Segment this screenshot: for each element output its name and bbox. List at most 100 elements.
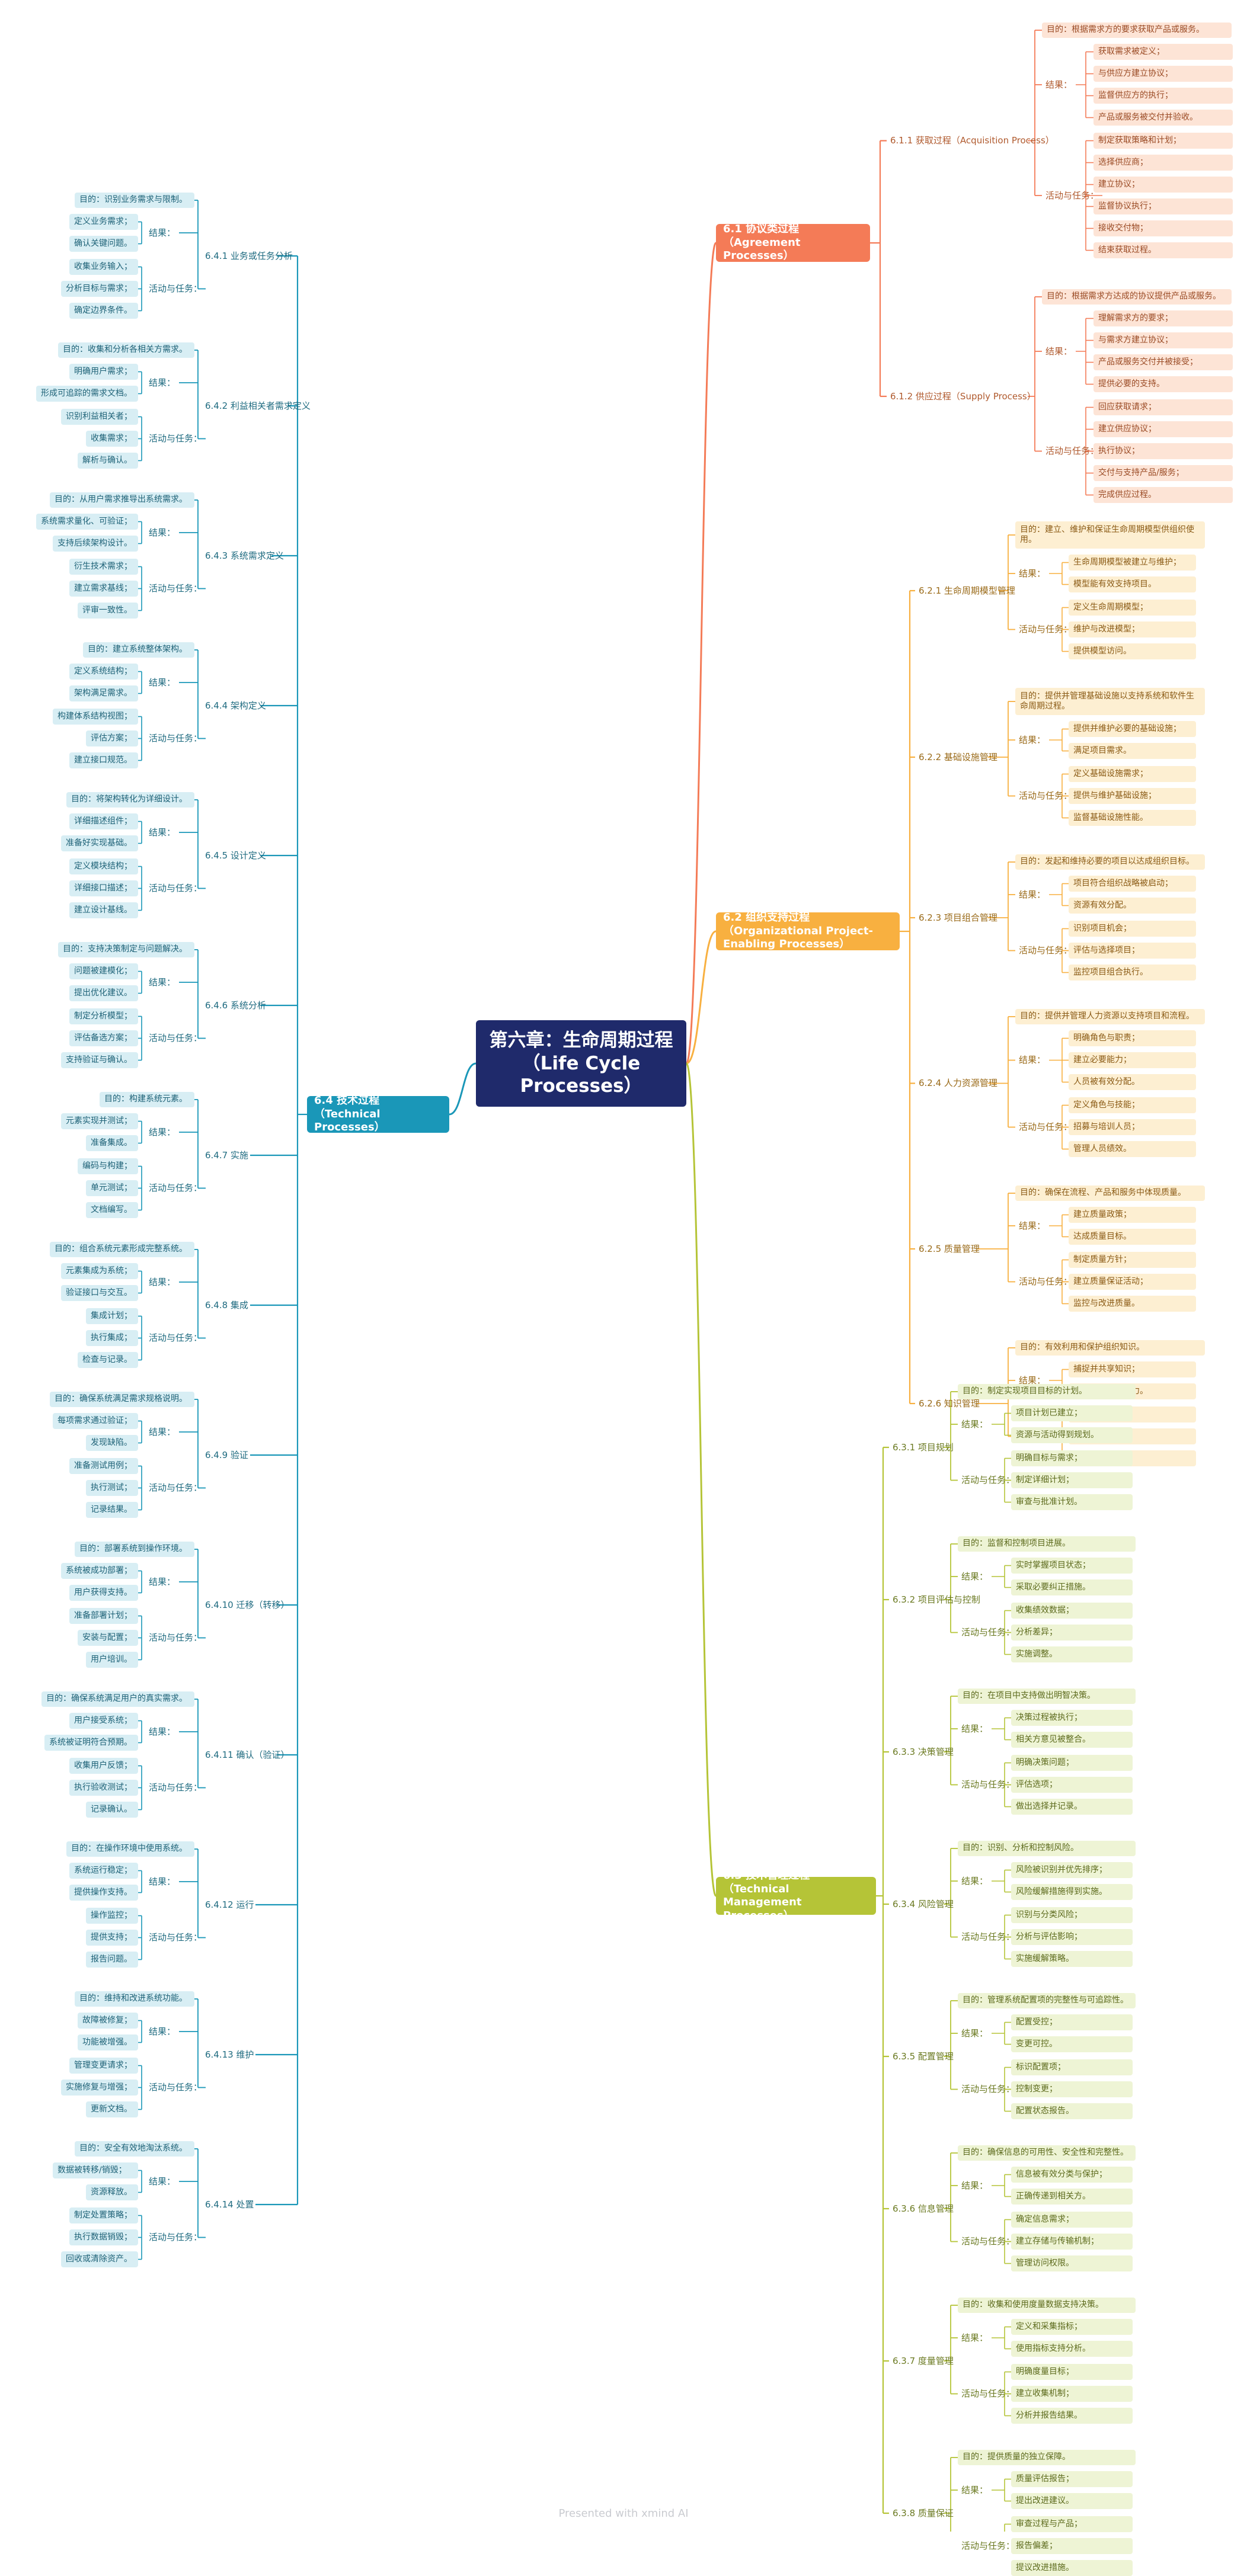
section-title[interactable]: 6.1.1 获取过程（Acquisition Process） [890,135,1054,146]
outcomes-item: 理解需求方的要求； [1093,310,1233,326]
activities-item: 交付与支持产品/服务； [1093,465,1233,481]
outcomes-item: 与供应方建立协议； [1093,66,1233,82]
activities-item: 建立供应协议； [1093,421,1233,437]
outcomes-label: 结果： [961,2484,989,2495]
activities-label: 活动与任务： [961,2236,1015,2247]
root-topic[interactable]: 第六章：生命周期过程（Life Cycle Processes） [476,1020,686,1107]
outcomes-item: 系统被证明符合预期。 [44,1735,138,1751]
activities-item: 收集绩效数据； [1011,1603,1133,1619]
activities-item: 单元测试； [86,1180,138,1196]
purpose-text: 目的：制定实现项目目标的计划。 [958,1384,1136,1399]
outcomes-label: 结果： [961,1875,989,1886]
section-title[interactable]: 6.3.5 配置管理 [893,2050,954,2062]
activities-item: 准备部署计划； [69,1608,138,1624]
activities-item: 报告问题。 [86,1952,138,1968]
section-title[interactable]: 6.3.6 信息管理 [893,2203,954,2214]
activities-item: 实施缓解策略。 [1011,1951,1133,1967]
activities-item: 识别项目机会； [1069,921,1196,937]
outcomes-item: 问题被建模化； [69,963,138,979]
section-title[interactable]: 6.3.3 决策管理 [893,1746,954,1757]
outcomes-item: 项目符合组织战略被启动； [1069,876,1196,892]
purpose-text: 目的：识别业务需求与限制。 [75,193,194,208]
outcomes-label: 结果： [961,2180,989,2191]
activities-item: 识别利益相关者； [61,409,138,425]
section-title[interactable]: 6.3.4 风险管理 [893,1898,954,1909]
section-title[interactable]: 6.4.1 业务或任务分析 [205,250,293,261]
section-title[interactable]: 6.1.2 供应过程（Supply Process） [890,390,1036,402]
section-title[interactable]: 6.4.13 维护 [205,2049,254,2060]
activities-item: 监督基础设施性能。 [1069,810,1196,826]
outcomes-item: 系统被成功部署； [61,1563,138,1579]
section-title[interactable]: 6.4.6 系统分析 [205,999,266,1011]
section-title[interactable]: 6.4.12 运行 [205,1899,254,1910]
purpose-text: 目的：收集和分析各相关方需求。 [58,342,194,358]
activities-item: 操作监控； [86,1908,138,1924]
purpose-text: 目的：发起和维持必要的项目以达成组织目标。 [1015,854,1205,870]
activities-item: 解析与确认。 [78,453,138,469]
section-title[interactable]: 6.4.7 实施 [205,1149,248,1161]
purpose-text: 目的：根据需求方的要求获取产品或服务。 [1042,23,1232,38]
activities-item: 识别与分类风险； [1011,1907,1133,1923]
footer-watermark: Presented with xmind AI [558,2507,689,2520]
activities-item: 评估选项； [1011,1777,1133,1793]
section-title[interactable]: 6.2.3 项目组合管理 [919,912,997,923]
section-title[interactable]: 6.4.10 迁移（转移） [205,1599,290,1610]
activities-item: 评估与选择项目； [1069,943,1196,959]
activities-item: 文档编写。 [86,1202,138,1218]
activities-item: 建立接口规范。 [69,752,138,768]
activities-item: 评估方案； [86,730,138,746]
branch-organizational[interactable]: 6.2 组织支持过程（Organizational Project-Enabli… [716,911,900,950]
activities-label: 活动与任务： [149,2232,203,2243]
section-title[interactable]: 6.3.8 质量保证 [893,2507,954,2519]
purpose-text: 目的：在项目中支持做出明智决策。 [958,1689,1136,1704]
section-title[interactable]: 6.4.3 系统需求定义 [205,550,284,561]
activities-item: 回收或清除资产。 [61,2251,138,2267]
outcomes-item: 功能被增强。 [78,2034,138,2050]
outcomes-item: 配置受控； [1011,2014,1133,2030]
purpose-text: 目的：支持决策制定与问题解决。 [58,942,194,957]
purpose-text: 目的：从用户需求推导出系统需求。 [50,492,194,508]
outcomes-label: 结果： [1019,568,1046,579]
outcomes-label: 结果： [149,2026,176,2037]
section-title[interactable]: 6.4.5 设计定义 [205,850,266,861]
purpose-text: 目的：提供质量的独立保障。 [958,2450,1136,2465]
branch-technical_mgmt[interactable]: 6.3 技术管理过程（Technical Management Processe… [716,1869,876,1922]
section-title[interactable]: 6.2.6 知识管理 [919,1398,980,1409]
branch-technical[interactable]: 6.4 技术过程（Technical Processes） [307,1094,449,1133]
activities-item: 分析与评估影响； [1011,1929,1133,1945]
activities-item: 分析差异； [1011,1625,1133,1641]
activities-item: 支持验证与确认。 [61,1052,138,1068]
purpose-text: 目的：维持和改进系统功能。 [75,1991,194,2007]
activities-item: 收集需求； [86,431,138,447]
activities-item: 用户培训。 [86,1652,138,1668]
activities-item: 报告偏差； [1011,2538,1133,2554]
activities-item: 做出选择并记录。 [1011,1799,1133,1815]
activities-item: 制定处置策略； [69,2207,138,2223]
section-title[interactable]: 6.2.4 人力资源管理 [919,1078,997,1089]
activities-item: 定义角色与技能； [1069,1097,1196,1113]
purpose-text: 目的：提供并管理人力资源以支持项目和流程。 [1015,1009,1205,1024]
section-title[interactable]: 6.3.2 项目评估与控制 [893,1594,980,1605]
section-title[interactable]: 6.4.4 架构定义 [205,700,266,711]
section-title[interactable]: 6.4.2 利益相关者需求定义 [205,400,311,411]
section-title[interactable]: 6.2.2 基础设施管理 [919,751,997,762]
section-title[interactable]: 6.2.5 质量管理 [919,1243,980,1254]
purpose-text: 目的：建立、维护和保证生命周期模型供组织使用。 [1015,521,1205,549]
outcomes-item: 提出改进建议。 [1011,2493,1133,2509]
outcomes-item: 风险缓解措施得到实施。 [1011,1884,1133,1900]
activities-item: 审查过程与产品； [1011,2516,1133,2532]
purpose-text: 目的：安全有效地淘汰系统。 [75,2141,194,2157]
section-title[interactable]: 6.3.7 度量管理 [893,2355,954,2366]
section-title[interactable]: 6.3.1 项目规划 [893,1441,954,1453]
section-title[interactable]: 6.4.9 验证 [205,1449,248,1460]
section-title[interactable]: 6.4.14 处置 [205,2199,254,2210]
section-title[interactable]: 6.2.1 生命周期模型管理 [919,585,1015,596]
outcomes-item: 用户获得支持。 [69,1585,138,1601]
section-title[interactable]: 6.4.11 确认（验证） [205,1749,290,1760]
section-title[interactable]: 6.4.8 集成 [205,1299,248,1311]
outcomes-label: 结果： [149,527,176,538]
purpose-text: 目的：确保在流程、产品和服务中体现质量。 [1015,1186,1205,1201]
activities-label: 活动与任务： [1019,945,1073,956]
branch-agreement[interactable]: 6.1 协议类过程（Agreement Processes） [716,223,870,262]
activities-item: 记录结果。 [86,1502,138,1518]
